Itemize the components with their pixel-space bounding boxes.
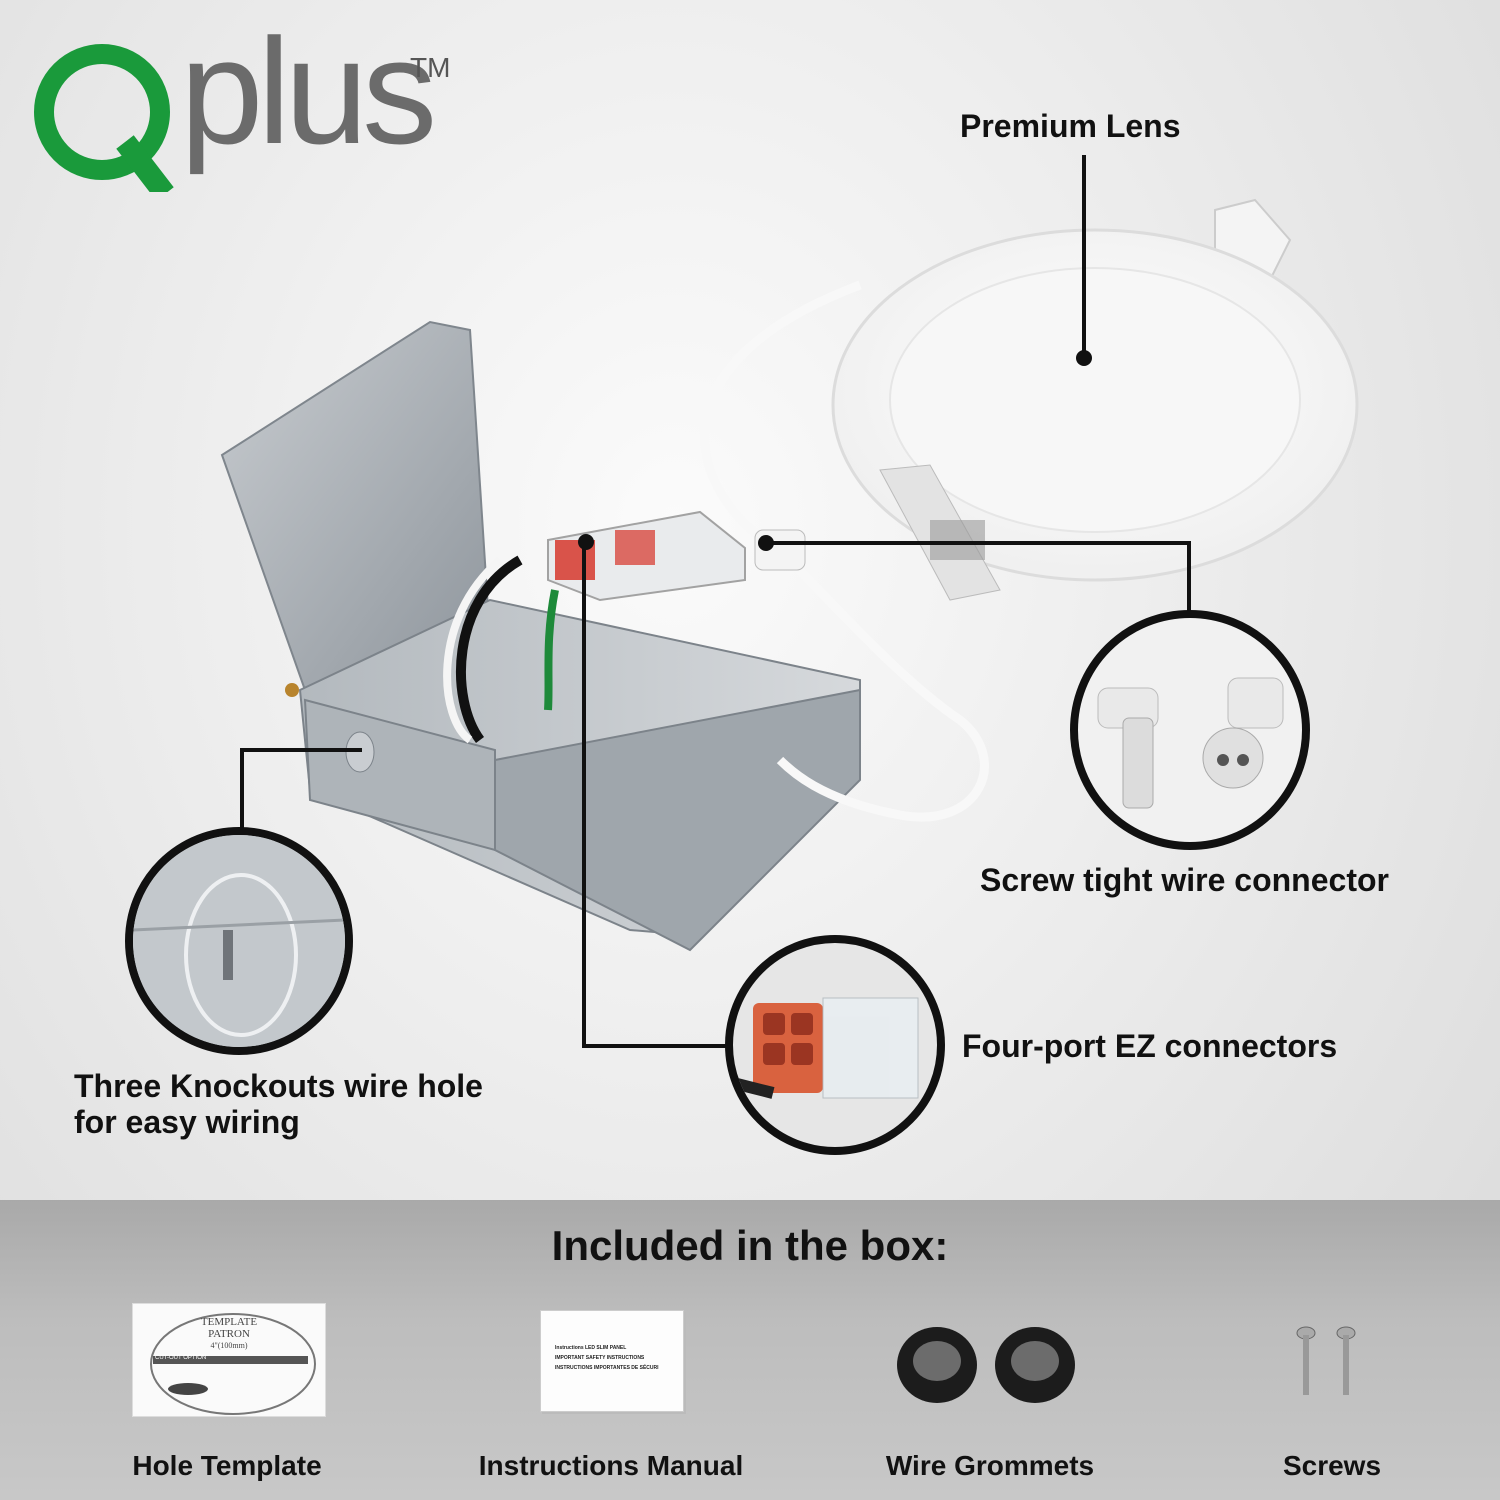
zoom-screw-connector	[1070, 610, 1310, 850]
included-title: Included in the box:	[551, 1222, 949, 1269]
knockout-hole-icon	[133, 835, 345, 1047]
zoom-knockout	[125, 827, 353, 1055]
led-panel	[831, 198, 1359, 601]
qplus-logo: plus TM	[30, 16, 451, 192]
manual-line3: INSTRUCTIONS IMPORTANTES DE SÉCURI	[555, 1365, 659, 1371]
template-circle-icon	[150, 1313, 316, 1415]
callout-knockouts-line1: Three Knockouts wire hole	[74, 1068, 483, 1104]
product-scene	[220, 198, 1359, 952]
screw-connector-icon	[1097, 677, 1284, 809]
manual-line1: Instructions LED SLIM PANEL	[555, 1345, 627, 1351]
callout-screw-connector: Screw tight wire connector	[980, 862, 1389, 898]
callout-ez-connectors: Four-port EZ connectors	[962, 1028, 1338, 1064]
screws-icon	[1296, 1326, 1356, 1395]
item-label-hole-template: Hole Template	[132, 1450, 322, 1481]
ez-connector-part	[547, 510, 746, 602]
callout-dot-ez	[578, 534, 594, 550]
callout-line-lens	[1082, 155, 1086, 360]
template-line1: TEMPLATE	[200, 1316, 258, 1328]
item-label-screws: Screws	[1282, 1450, 1382, 1481]
manual-line2: IMPORTANT SAFETY INSTRUCTIONS	[555, 1355, 645, 1361]
callout-line-connector-v	[1187, 541, 1191, 613]
item-label-instructions-manual: Instructions Manual	[478, 1450, 744, 1481]
callout-line-ez-h	[582, 1044, 730, 1048]
callout-knockouts: Three Knockouts wire hole for easy wirin…	[74, 1068, 483, 1140]
callout-line-knockout-v	[240, 748, 244, 830]
ez-connector-icon	[733, 997, 919, 1099]
wire-grommets-icon	[897, 1327, 1075, 1403]
manual-text: Instructions LED SLIM PANEL IMPORTANT SA…	[555, 1343, 680, 1373]
instructions-manual-image: Instructions LED SLIM PANEL IMPORTANT SA…	[540, 1310, 684, 1412]
callout-dot-lens	[1076, 350, 1092, 366]
template-cut: CUT-OUT OPTION	[155, 1355, 207, 1361]
hole-template-image: TEMPLATE PATRON 4"(100mm) CUT-OUT OPTION	[132, 1303, 326, 1417]
callout-line-ez-v	[582, 540, 586, 1048]
callout-line-connector-h	[766, 541, 1191, 545]
template-text: TEMPLATE PATRON 4"(100mm)	[133, 1316, 325, 1352]
callout-knockouts-line2: for easy wiring	[74, 1104, 300, 1140]
junction-box	[220, 320, 861, 952]
zoom-ez-connector	[725, 935, 945, 1155]
callout-line-knockout-h	[240, 748, 362, 752]
template-line2: PATRON	[208, 1328, 250, 1340]
template-size: 4"(100mm)	[210, 1341, 248, 1350]
trademark-mark: TM	[410, 52, 451, 83]
logo-text: plus	[180, 7, 437, 175]
item-label-wire-grommets: Wire Grommets	[885, 1450, 1095, 1481]
callout-premium-lens: Premium Lens	[960, 108, 1181, 144]
q-logo-icon	[34, 44, 174, 192]
